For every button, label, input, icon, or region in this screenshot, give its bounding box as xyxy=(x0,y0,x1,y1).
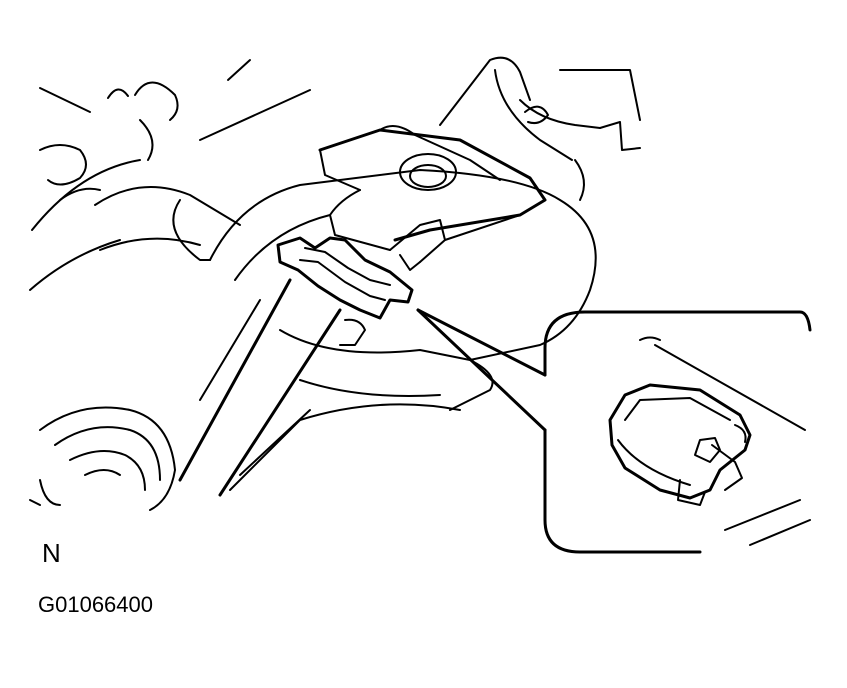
vehicle-body-outline xyxy=(29,56,641,291)
view-letter-label: N xyxy=(42,538,61,568)
coil-spring xyxy=(29,406,176,511)
figure-code-label: G01066400 xyxy=(38,592,153,617)
shaft-clamp xyxy=(276,236,414,320)
detail-callout-frame xyxy=(543,310,812,554)
column-housing xyxy=(94,169,597,411)
lower-frame xyxy=(229,403,461,491)
detail-leader-lines xyxy=(416,308,547,432)
upper-bracket xyxy=(318,125,547,271)
steering-shaft xyxy=(178,278,366,497)
detail-clip-closeup xyxy=(608,336,811,546)
